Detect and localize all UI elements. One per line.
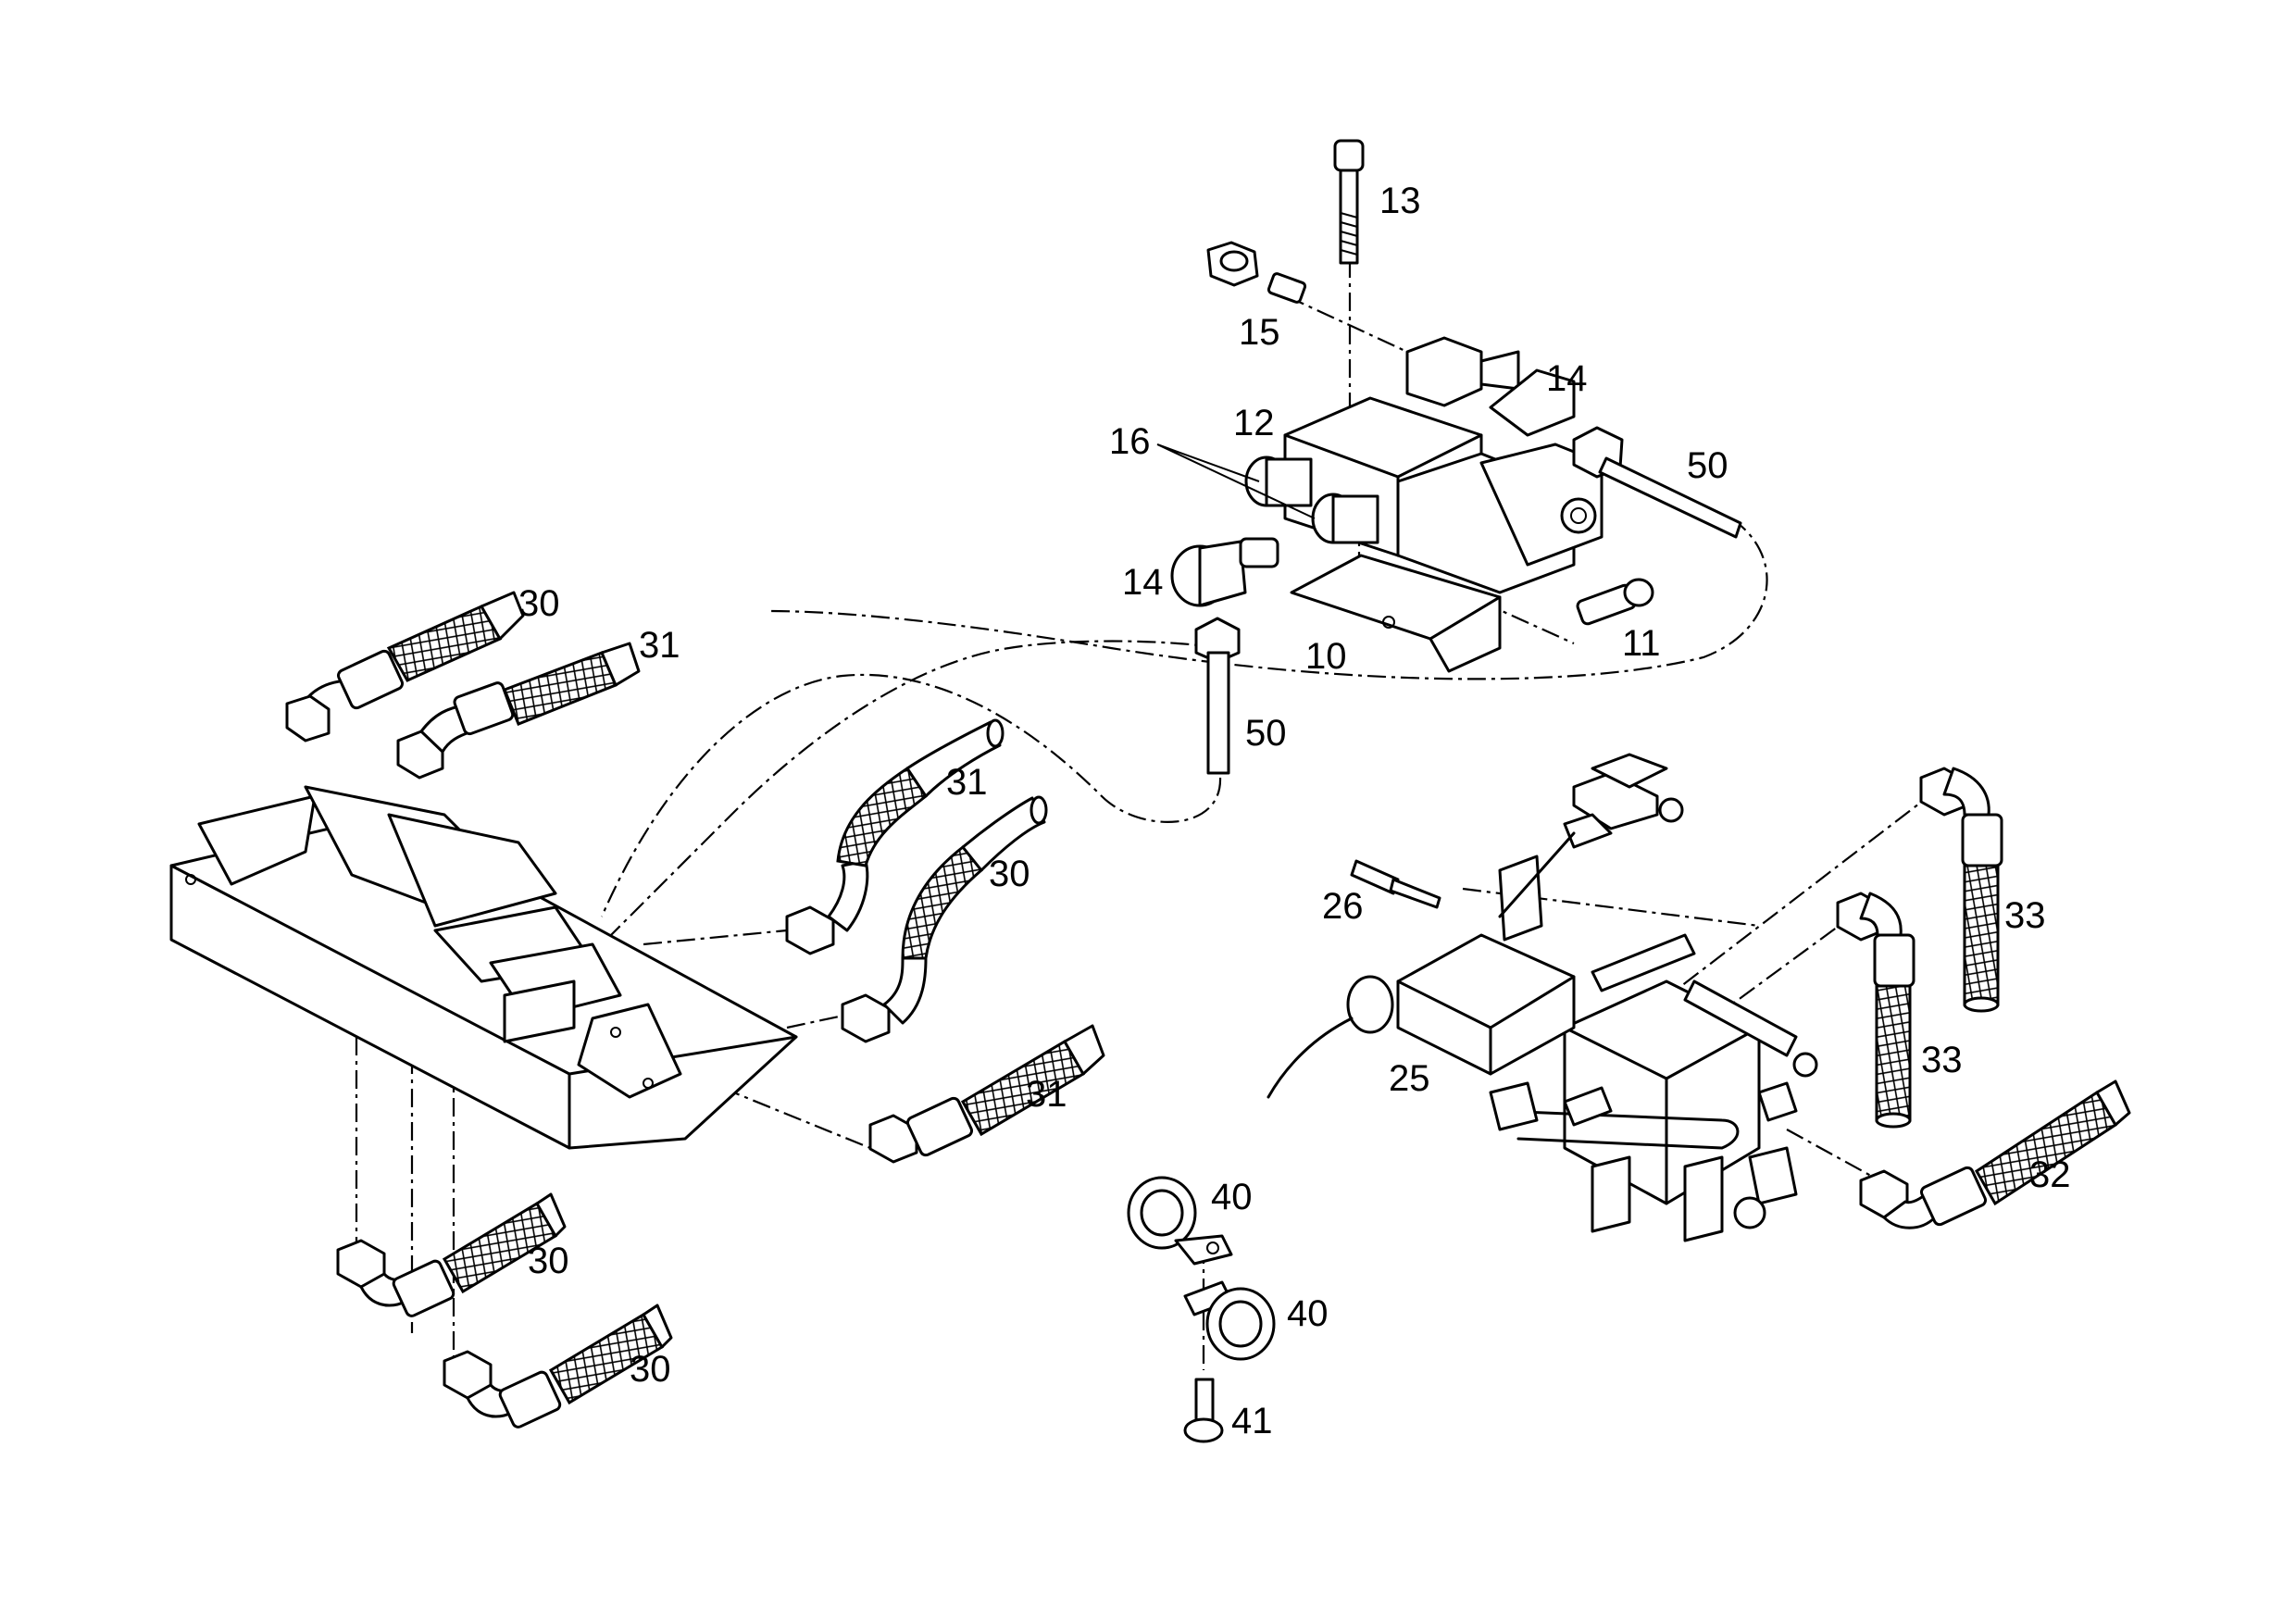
- callout-10: 10: [1305, 636, 1347, 677]
- valve-body-12: [1244, 396, 1603, 594]
- fitting-14-upper: [1405, 336, 1576, 437]
- callout-labels: 13 15 14 12 16 50 14 10 11 50 30 31 31 3…: [518, 181, 2071, 1441]
- hose-33-left: [1836, 892, 1915, 1129]
- callout-25: 25: [1389, 1058, 1430, 1099]
- fitting-14-lower: [1170, 537, 1279, 607]
- control-valve-assembly: [1267, 753, 1818, 1242]
- callout-31-upper: 31: [639, 625, 680, 666]
- bracket-10: [1290, 554, 1502, 673]
- callout-33-right: 33: [2004, 895, 2046, 936]
- callout-31-lower: 31: [1026, 1074, 1067, 1115]
- screw-41: [1183, 1378, 1224, 1443]
- callout-30-lower-a: 30: [528, 1241, 569, 1281]
- callout-50-upper: 50: [1687, 445, 1728, 486]
- clamp-40-lower: [1183, 1280, 1276, 1361]
- leader-16: [1156, 443, 1316, 519]
- callout-16: 16: [1109, 421, 1151, 462]
- callout-33-left: 33: [1921, 1040, 1963, 1080]
- hose-30-middle: [841, 795, 1048, 1043]
- hose-31-upper: [396, 642, 641, 780]
- callout-41: 41: [1231, 1401, 1273, 1441]
- hose-32: [1859, 1079, 2131, 1229]
- hose-31-middle: [785, 718, 1004, 955]
- valve-assembly: [1170, 139, 1742, 775]
- screw-11: [1576, 578, 1654, 626]
- callout-30-middle: 30: [989, 854, 1030, 894]
- tube-50-upper: [1572, 426, 1742, 539]
- dashed-leader-lines: [355, 259, 1936, 1370]
- callout-50-lower: 50: [1245, 713, 1287, 754]
- hose-30-lower-b: [443, 1304, 673, 1429]
- clamp-40-upper: [1127, 1176, 1233, 1266]
- callout-15: 15: [1239, 312, 1280, 353]
- hose-31-lower: [868, 1024, 1105, 1164]
- callout-14-lower: 14: [1122, 562, 1164, 603]
- distributor-block: [169, 785, 798, 1150]
- nut-15: [1206, 241, 1307, 304]
- callout-40-upper: 40: [1211, 1177, 1253, 1217]
- callout-26: 26: [1322, 886, 1364, 927]
- hose-30-upper: [285, 591, 525, 742]
- callout-30-lower-b: 30: [630, 1349, 671, 1390]
- hose-33-right: [1919, 767, 2003, 1013]
- bolt-13: [1333, 139, 1365, 265]
- hose-30-lower-a: [336, 1192, 567, 1317]
- callout-14-upper: 14: [1546, 358, 1588, 399]
- tube-50-lower: [1194, 617, 1241, 775]
- callout-12: 12: [1233, 403, 1275, 443]
- callout-40-lower: 40: [1287, 1293, 1329, 1334]
- callout-13: 13: [1379, 181, 1421, 221]
- callout-32: 32: [2029, 1154, 2071, 1195]
- callout-31-middle: 31: [946, 762, 988, 803]
- callout-11: 11: [1622, 623, 1661, 664]
- callout-30-upper: 30: [518, 583, 560, 624]
